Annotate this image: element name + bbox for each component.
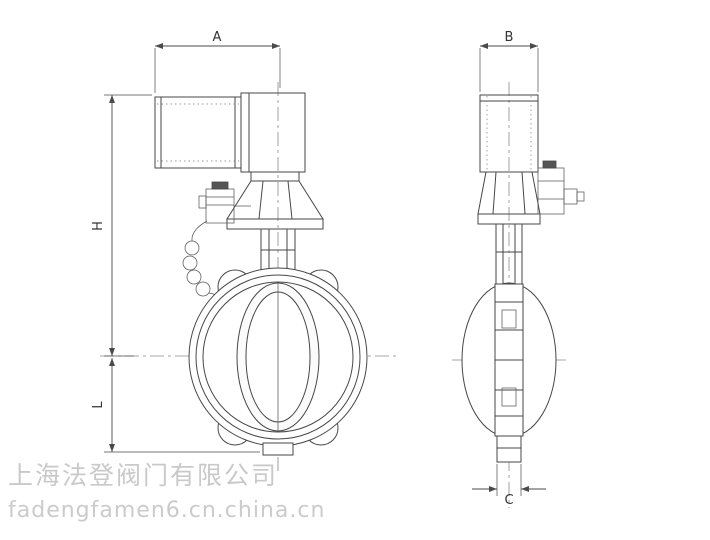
dim-label-h: H [91, 221, 106, 231]
solenoid-valve-front [198, 181, 251, 224]
dim-label-a: A [213, 30, 222, 45]
watermark-company-name: 上海法登阀门有限公司 [8, 461, 278, 490]
actuator-front [154, 92, 306, 173]
valve-body-front [188, 267, 368, 456]
dim-label-b: B [505, 30, 514, 45]
watermark: 上海法登阀门有限公司 fadengfamen6.cn.china.cn [8, 461, 325, 523]
side-view [461, 94, 585, 463]
dim-label-c: C [504, 493, 513, 508]
dim-label-l: L [91, 401, 106, 409]
valve-body-side [461, 282, 557, 463]
limit-switch-side [537, 160, 585, 215]
dimension-h: H [91, 94, 152, 357]
dimension-c: C [472, 464, 546, 508]
valve-neck-front [260, 228, 296, 274]
yoke-bracket-front [226, 171, 324, 230]
dimension-l: L [91, 358, 260, 453]
front-view [154, 92, 368, 456]
dimension-b: B [479, 30, 539, 92]
watermark-domain: fadengfamen6.cn.china.cn [8, 498, 325, 523]
dimension-a: A [154, 30, 281, 93]
